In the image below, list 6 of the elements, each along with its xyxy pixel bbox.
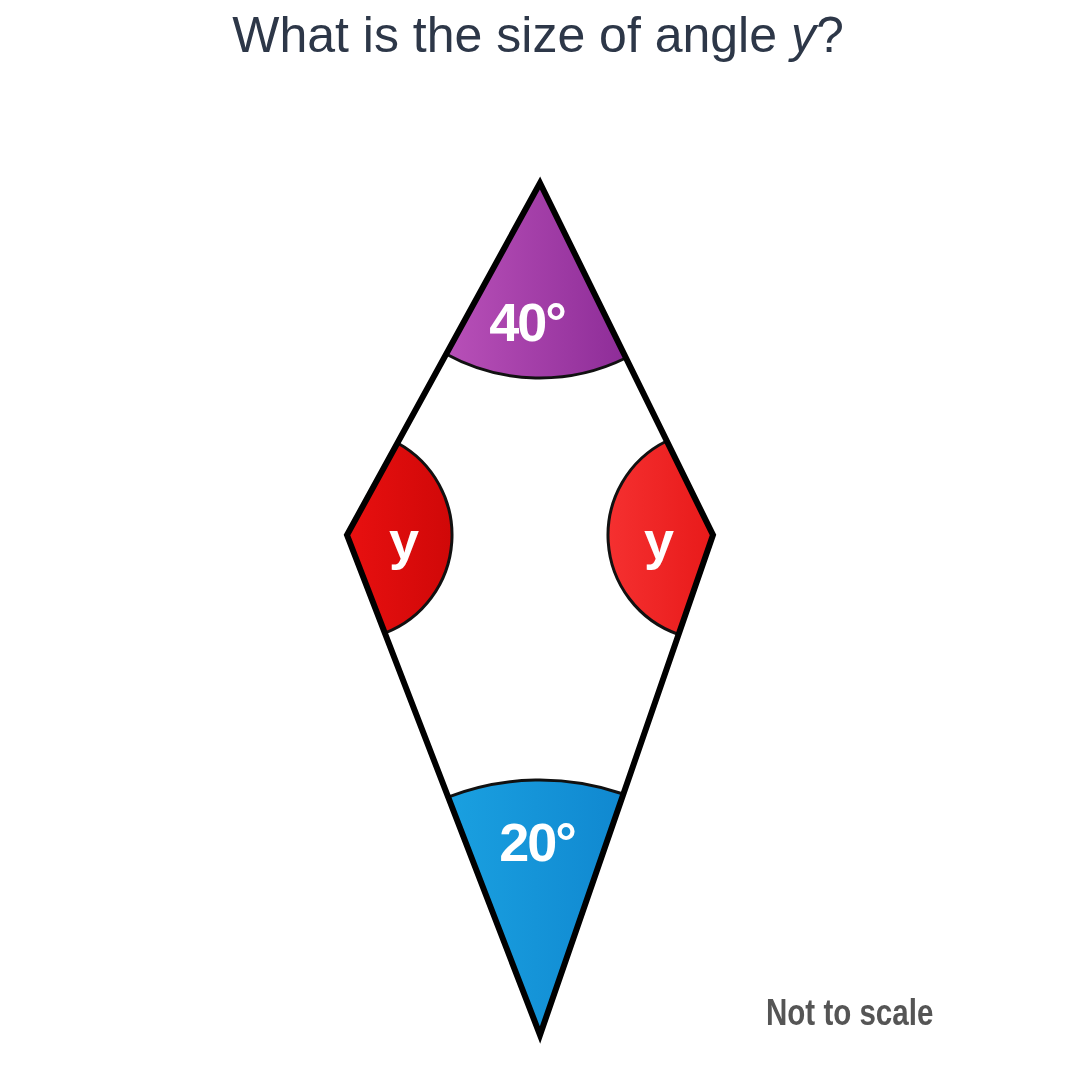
angle-label: y [643,509,672,571]
angle-label: 20° [499,811,575,873]
angle-label: y [389,509,417,571]
note-text: Not to scale [766,992,934,1034]
angle-label: 40° [489,291,565,353]
question-title: What is the size of angle y? [231,6,845,64]
